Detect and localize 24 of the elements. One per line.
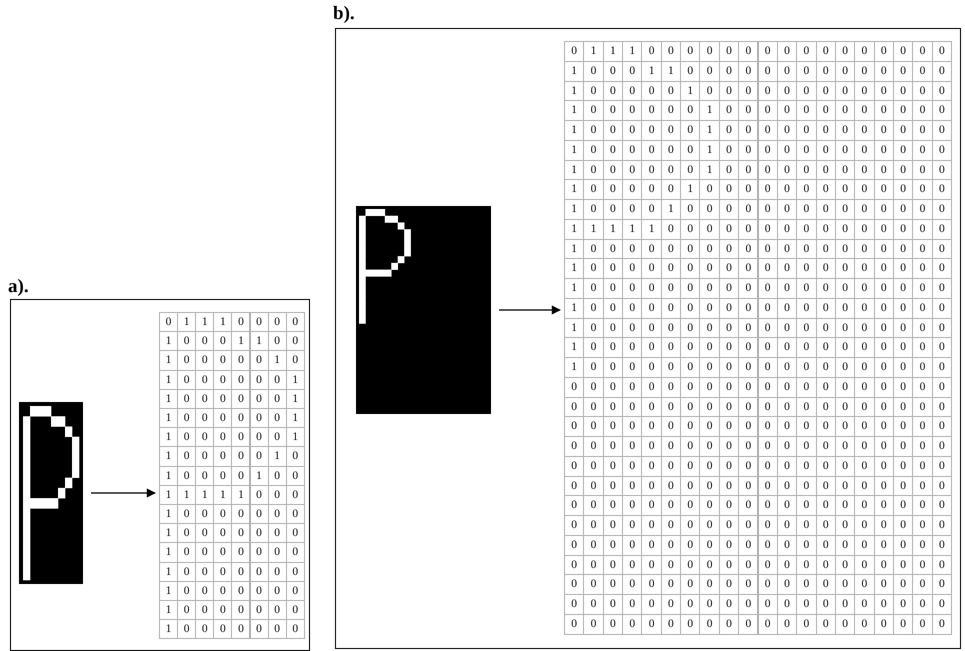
bitmap-drawing [19, 402, 83, 584]
grid-cell: 0 [286, 619, 305, 640]
grid-cell: 0 [286, 312, 305, 332]
grid-cell: 0 [738, 614, 758, 634]
grid-cell: 0 [932, 41, 952, 62]
grid-cell: 0 [250, 619, 269, 640]
panel-label: b). [333, 3, 355, 25]
grid-cell: 0 [758, 41, 778, 62]
binary-grid [564, 41, 952, 634]
grid-cell: 0 [159, 312, 178, 332]
arrow [91, 488, 156, 498]
panel-label: a). [8, 276, 29, 298]
grid-cell: 1 [159, 619, 178, 640]
grid-cell: 0 [231, 312, 250, 332]
arrow [499, 305, 561, 315]
grid-cell: 0 [564, 41, 584, 62]
grid-cell: 0 [758, 614, 778, 634]
grid-cell: 0 [932, 614, 952, 634]
grid-cell: 0 [738, 41, 758, 62]
grid-cell: 0 [250, 312, 269, 332]
grid-cell: 0 [564, 614, 584, 634]
binary-grid [159, 312, 305, 640]
bitmap-drawing [356, 206, 491, 414]
grid-cell: 0 [231, 619, 250, 640]
